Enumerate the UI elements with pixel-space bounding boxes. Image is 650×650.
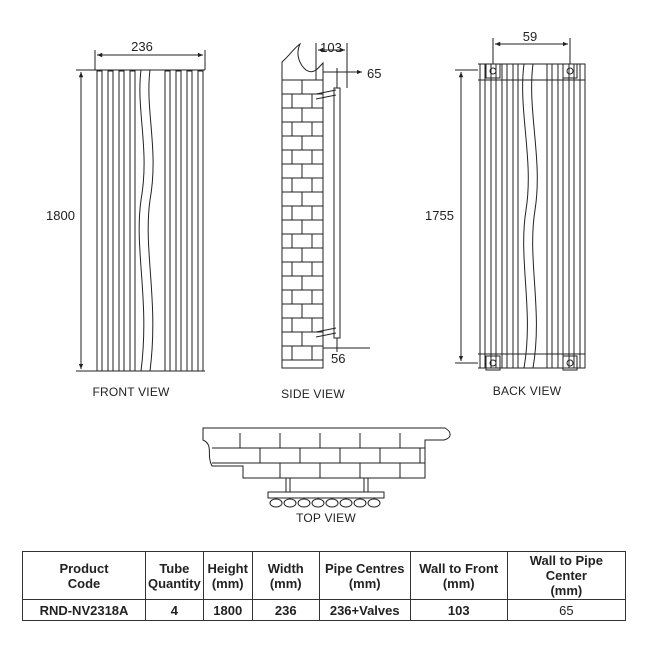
cell-width: 236 (251, 599, 320, 621)
header-pipe-centres: Pipe Centres(mm) (318, 551, 411, 600)
back-width-dim: 59 (523, 29, 537, 44)
side-depth-dim: 103 (320, 40, 342, 55)
side-view (281, 42, 370, 369)
side-bracket-dim: 56 (331, 351, 345, 366)
top-view (202, 427, 451, 508)
front-tubes (96, 70, 204, 372)
top-brick-joints (239, 433, 421, 478)
cell-height: 1800 (202, 599, 253, 621)
side-view-label: SIDE VIEW (281, 387, 345, 401)
cell-wall-to-front: 103 (409, 599, 508, 621)
header-height: Height(mm) (202, 551, 253, 600)
cell-pipe-centres: 236+Valves (318, 599, 411, 621)
brick-wall (282, 79, 323, 361)
technical-drawing: 236 1800 FRONT VIEW (46, 29, 586, 525)
front-width-dim: 236 (131, 39, 153, 54)
header-width: Width(mm) (251, 551, 320, 600)
top-tubes (269, 498, 381, 508)
back-height-dim: 1755 (425, 208, 454, 223)
back-view (455, 38, 586, 371)
cell-tube-quantity: 4 (145, 599, 204, 621)
spec-data-row: RND-NV2318A 4 1800 236 236+Valves 103 65 (22, 599, 627, 621)
back-view-label: BACK VIEW (493, 384, 562, 398)
header-wall-to-front: Wall to Front(mm) (409, 551, 508, 600)
front-view (76, 50, 206, 372)
header-wall-to-pipe-center: Wall to Pipe Center(mm) (506, 551, 627, 600)
cell-product-code: RND-NV2318A (22, 599, 146, 621)
top-view-label: TOP VIEW (296, 511, 356, 525)
front-height-dim: 1800 (46, 208, 75, 223)
front-view-label: FRONT VIEW (92, 385, 170, 399)
side-pipe-dim: 65 (367, 66, 381, 81)
cell-wall-to-pipe-center: 65 (506, 599, 627, 621)
